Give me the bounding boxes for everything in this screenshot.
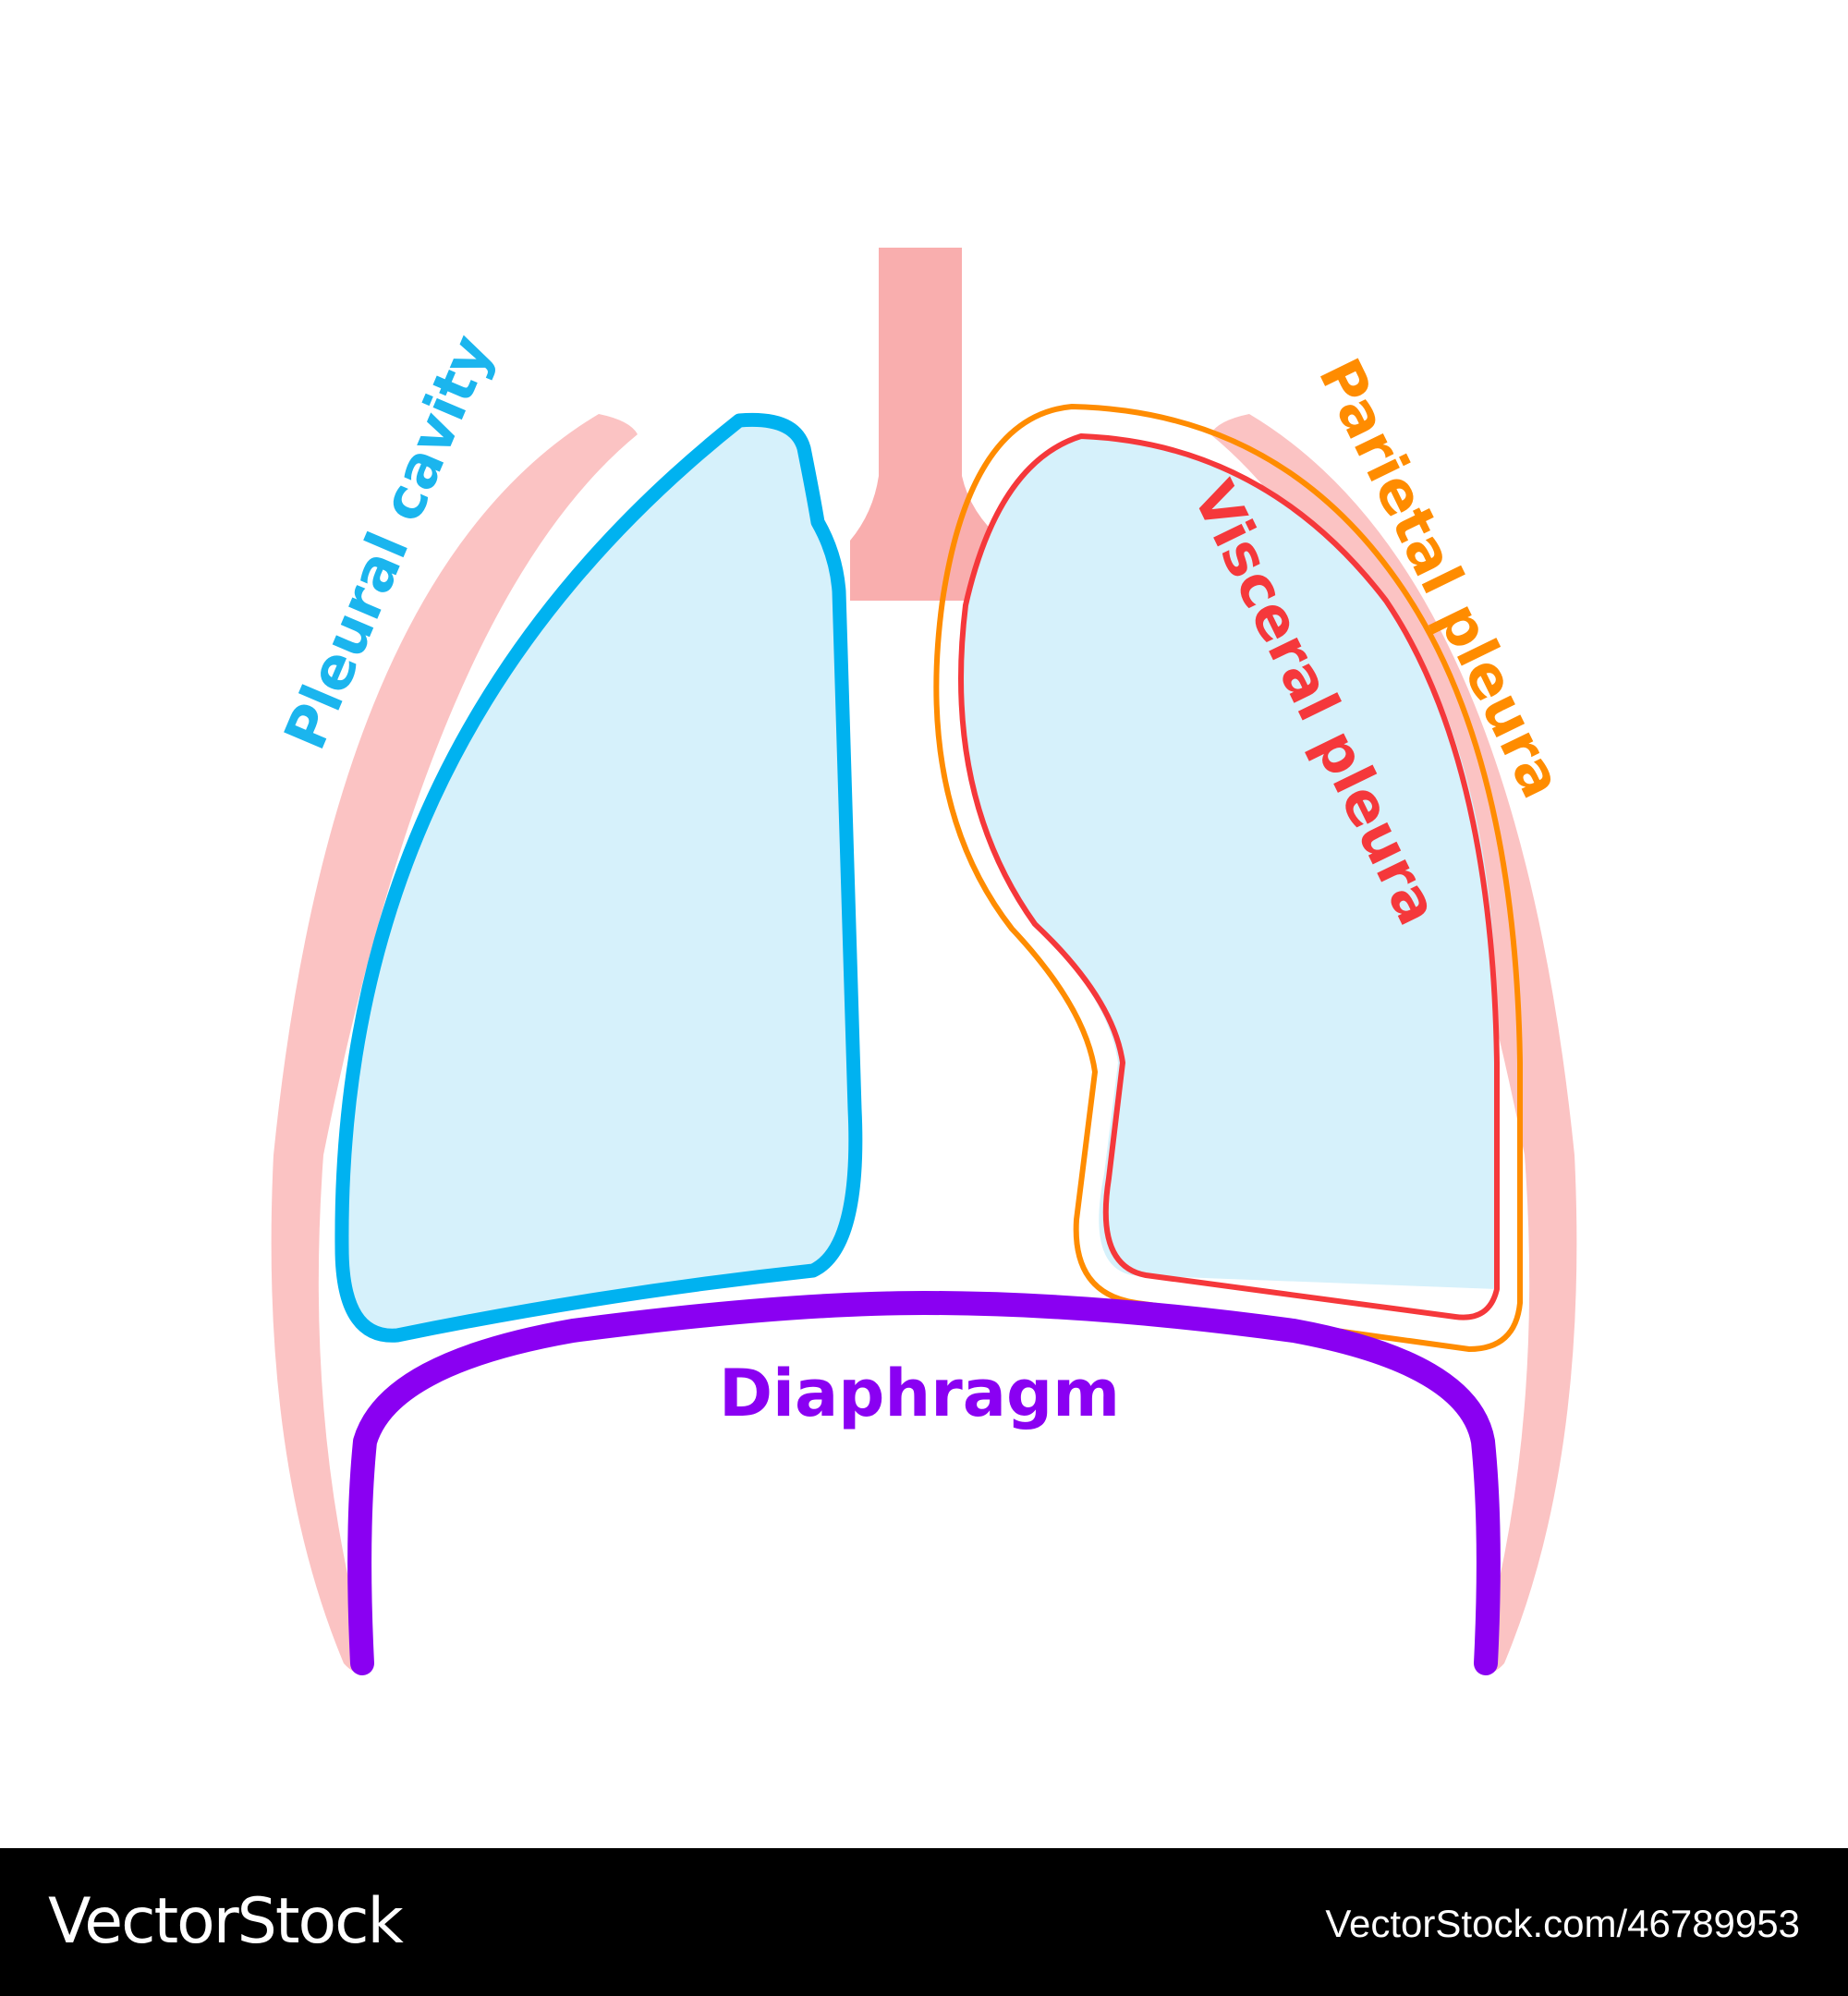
brand-logo: VectorStock bbox=[48, 1885, 404, 1958]
visceral-pleura-line bbox=[958, 433, 1500, 1321]
watermark-footer: VectorStock VectorStock.com/46789953 bbox=[0, 1848, 1848, 1996]
image-url-text: VectorStock.com/46789953 bbox=[1325, 1902, 1800, 1945]
pleura-anatomy-diagram: Pleural cavity Parietal pleura Visceral … bbox=[271, 248, 1577, 1675]
left-rib bbox=[271, 414, 638, 1673]
parietal-pleura-line bbox=[933, 404, 1523, 1352]
left-lung bbox=[334, 412, 863, 1343]
diaphragm bbox=[347, 1291, 1501, 1675]
right-lung bbox=[961, 436, 1497, 1289]
diaphragm-label: Diaphragm bbox=[719, 1356, 1120, 1431]
